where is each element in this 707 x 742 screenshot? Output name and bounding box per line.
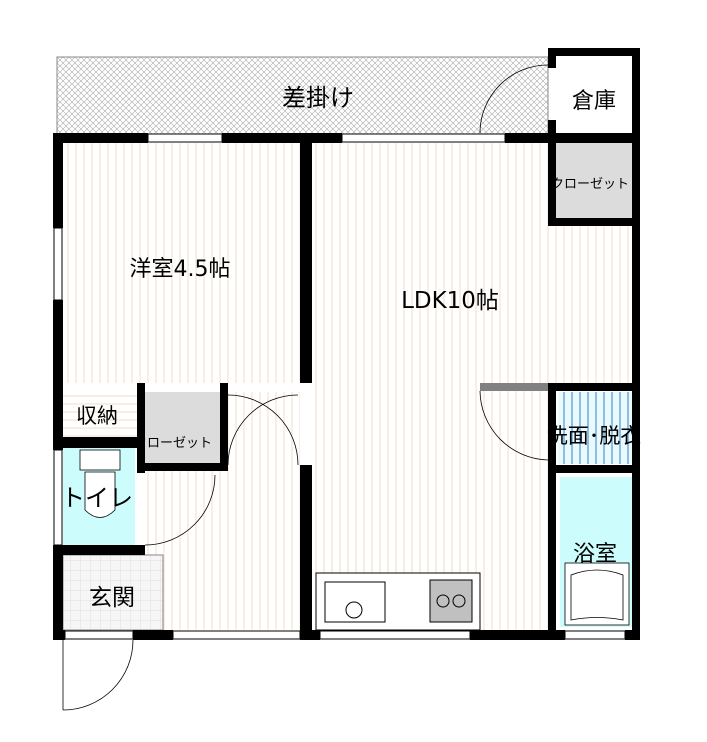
partition bbox=[480, 383, 548, 391]
room-label-closet-ldk: クローゼット bbox=[551, 177, 629, 192]
hall-floor bbox=[145, 465, 300, 630]
washroom-floor bbox=[558, 392, 632, 464]
room-label-closet-west: クローゼット bbox=[134, 436, 212, 451]
room-label-storage: 倉庫 bbox=[572, 89, 616, 114]
door-swing bbox=[479, 64, 549, 134]
entrance-floor bbox=[62, 554, 164, 631]
room-label-entrance: 玄関 bbox=[89, 585, 135, 611]
bathtub bbox=[564, 562, 630, 626]
closet-ldk bbox=[556, 143, 632, 218]
closet-west bbox=[145, 392, 228, 465]
balcony: 差掛け bbox=[56, 56, 549, 136]
room-label-washroom: 洗面･脱衣 bbox=[547, 424, 642, 448]
storage-room-floor bbox=[556, 56, 632, 133]
room-label-bathroom: 浴室 bbox=[573, 542, 617, 567]
room-labels: 倉庫 クローゼット 洋室4.5帖 LDK10帖 収納 クローゼット 洗面･脱衣 … bbox=[61, 89, 641, 611]
toilet-fixture bbox=[79, 449, 121, 518]
western-room-floor bbox=[63, 143, 300, 383]
stove bbox=[429, 579, 473, 623]
windows bbox=[53, 133, 626, 640]
walls bbox=[53, 48, 640, 640]
room-label-toilet: トイレ bbox=[61, 484, 133, 512]
room-label-balcony: 差掛け bbox=[282, 84, 354, 112]
kitchen-counter bbox=[315, 572, 481, 631]
hall-closet-floor bbox=[228, 392, 300, 465]
storage-floor bbox=[63, 392, 137, 437]
room-label-storage-small: 収納 bbox=[76, 404, 118, 428]
door-swings bbox=[62, 390, 549, 711]
ldk-floor-extension bbox=[548, 226, 632, 383]
room-label-western-room: 洋室4.5帖 bbox=[130, 257, 231, 282]
room-label-ldk: LDK10帖 bbox=[401, 288, 499, 314]
